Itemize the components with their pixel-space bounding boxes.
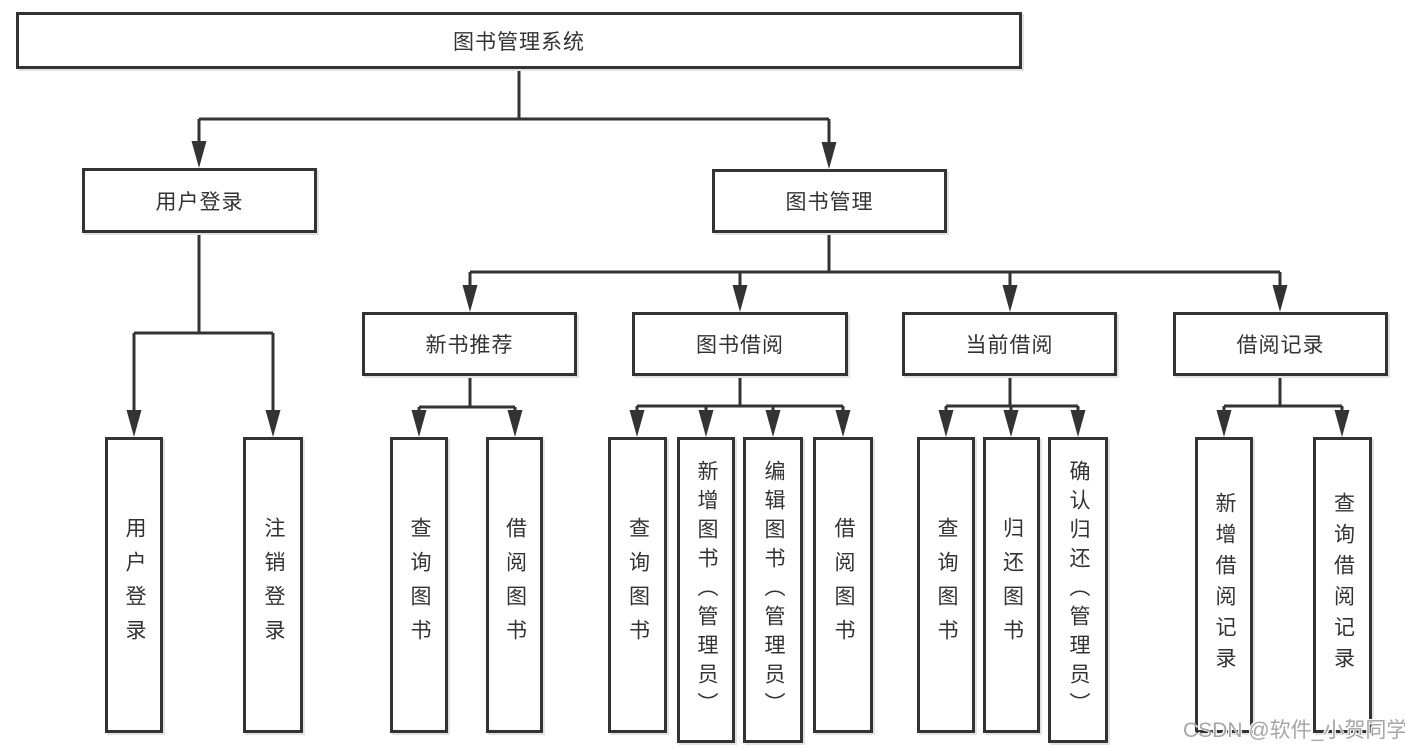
node-new-book-recommend: 新书推荐 — [362, 312, 577, 376]
leaf-add-borrow-record: 新增借阅记录 — [1195, 437, 1253, 733]
leaf-add-borrow-record-label: 新增借阅记录 — [1213, 492, 1236, 678]
node-book-borrow: 图书借阅 — [632, 312, 848, 376]
leaf-return-book-label: 归还图书 — [1000, 517, 1024, 653]
leaf-add-book-admin: 新增图书（管理员） — [677, 437, 735, 743]
leaf-query-borrow-record-label: 查询借阅记录 — [1331, 492, 1355, 678]
leaf-query-books-recommend-label: 查询图书 — [408, 517, 431, 653]
leaf-confirm-return-admin-label: 确认归还（管理员） — [1067, 459, 1090, 721]
leaf-logout: 注销登录 — [243, 437, 303, 733]
node-current-borrow-label: 当前借阅 — [965, 334, 1054, 357]
leaf-edit-book-admin-label: 编辑图书（管理员） — [762, 459, 785, 721]
node-book-borrow-label: 图书借阅 — [696, 334, 784, 357]
leaf-query-books-recommend: 查询图书 — [390, 437, 448, 733]
leaf-query-books-current: 查询图书 — [917, 437, 975, 733]
node-new-book-recommend-label: 新书推荐 — [425, 334, 514, 357]
leaf-add-book-admin-label: 新增图书（管理员） — [695, 459, 718, 721]
leaf-confirm-return-admin: 确认归还（管理员） — [1048, 437, 1108, 743]
leaf-user-login-label: 用户登录 — [123, 517, 146, 653]
node-book-management: 图书管理 — [712, 169, 947, 233]
node-root-label: 图书管理系统 — [453, 30, 585, 54]
leaf-borrow-books-recommend-label: 借阅图书 — [503, 517, 527, 653]
node-current-borrow: 当前借阅 — [902, 312, 1117, 376]
leaf-edit-book-admin: 编辑图书（管理员） — [743, 437, 803, 743]
leaf-query-borrow-record: 查询借阅记录 — [1313, 437, 1372, 733]
node-borrow-records-label: 借阅记录 — [1236, 334, 1325, 357]
arrow-down-icons — [126, 141, 1350, 437]
leaf-borrow-books-label: 借阅图书 — [832, 517, 855, 653]
leaf-return-book: 归还图书 — [983, 437, 1040, 733]
leaf-borrow-books: 借阅图书 — [813, 437, 873, 733]
leaf-query-books-current-label: 查询图书 — [935, 517, 958, 653]
node-borrow-records: 借阅记录 — [1173, 312, 1388, 376]
csdn-watermark: CSDN @软件_小贺同学 — [1183, 719, 1405, 742]
leaf-query-books-borrow: 查询图书 — [608, 437, 667, 733]
node-user-login: 用户登录 — [82, 168, 317, 233]
leaf-logout-label: 注销登录 — [262, 517, 285, 653]
node-user-login-label: 用户登录 — [155, 190, 244, 214]
leaf-user-login: 用户登录 — [105, 437, 163, 733]
node-book-management-label: 图书管理 — [785, 191, 874, 214]
node-root: 图书管理系统 — [16, 12, 1022, 69]
leaf-borrow-books-recommend: 借阅图书 — [486, 437, 543, 733]
leaf-query-books-borrow-label: 查询图书 — [626, 517, 650, 653]
